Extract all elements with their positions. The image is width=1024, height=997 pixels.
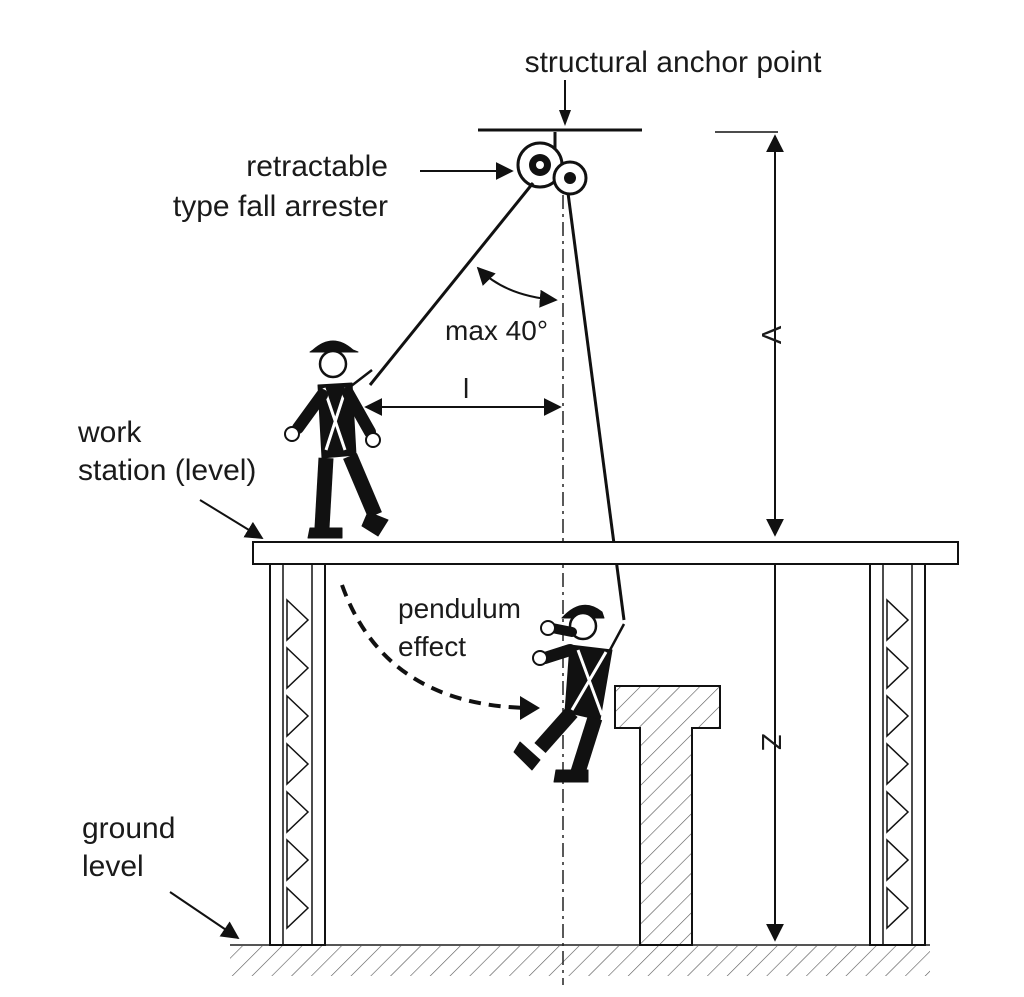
work-station-pointer (199, 499, 264, 539)
horizontal-distance-label: l (463, 373, 469, 404)
retractable-device-icon (516, 132, 588, 196)
obstacle-pillar (614, 685, 721, 946)
work-station-label-line2: station (level) (78, 454, 256, 487)
height-below-label: Z (756, 733, 787, 750)
angle-label: max 40° (445, 315, 548, 346)
ground-hatching (230, 944, 930, 976)
left-scaffold-column (269, 563, 326, 946)
angle-arc (476, 266, 558, 308)
lifeline-to-standing-worker (368, 182, 535, 386)
pendulum-label-line1: pendulum (398, 593, 521, 624)
height-above-label: V (756, 326, 787, 345)
ground-label-line2: level (82, 850, 144, 883)
work-station-label-line1: work (77, 416, 142, 449)
ground-pointer (169, 891, 240, 940)
arrester-label-line1: retractable (246, 150, 388, 183)
height-above-dimension (715, 131, 784, 537)
standing-worker-icon (284, 340, 389, 539)
pendulum-arrow (340, 584, 529, 710)
anchor-plate (478, 80, 642, 132)
arrester-label-line2: type fall arrester (173, 190, 388, 223)
falling-worker-icon (513, 604, 626, 783)
anchor-label: structural anchor point (525, 46, 822, 79)
ground-label-line1: ground (82, 812, 175, 845)
right-scaffold-column (869, 563, 926, 946)
work-platform (252, 541, 959, 565)
pendulum-label-line2: effect (398, 631, 466, 662)
